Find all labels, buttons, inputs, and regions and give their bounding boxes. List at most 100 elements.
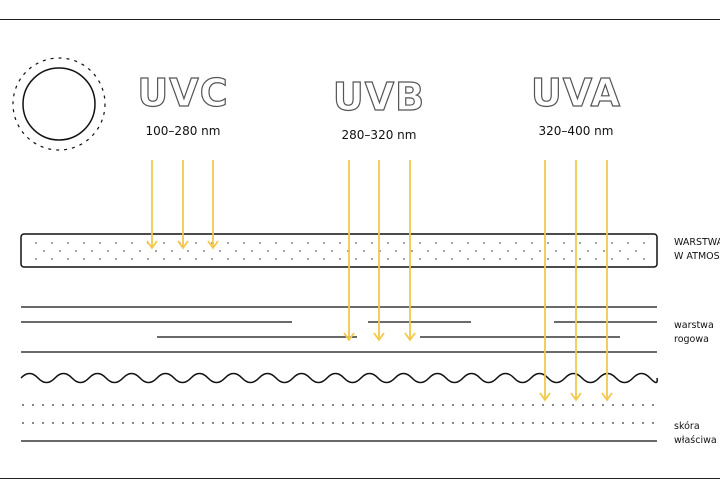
ozone-dot bbox=[283, 250, 285, 252]
ozone-dot bbox=[475, 250, 477, 252]
ozone-dot bbox=[51, 242, 53, 244]
ozone-dot bbox=[195, 242, 197, 244]
ozone-dot bbox=[555, 250, 557, 252]
ozone-dot bbox=[67, 242, 69, 244]
dermis-dot bbox=[292, 404, 294, 406]
dermis-dot bbox=[442, 422, 444, 424]
uvb-title: UVB bbox=[333, 75, 425, 119]
dermis-dot bbox=[72, 404, 74, 406]
dermis-dot bbox=[62, 422, 64, 424]
ozone-dot bbox=[571, 250, 573, 252]
dermis-dot bbox=[292, 422, 294, 424]
ozone-dot bbox=[579, 258, 581, 260]
dermis-dot bbox=[452, 404, 454, 406]
dermis-dot bbox=[102, 404, 104, 406]
ozone-dot bbox=[99, 242, 101, 244]
ozone-dot bbox=[539, 250, 541, 252]
ozone-dot bbox=[507, 250, 509, 252]
dermis-dot bbox=[632, 404, 634, 406]
dermis-dot bbox=[422, 404, 424, 406]
ozone-dot bbox=[371, 242, 373, 244]
dermis-dot bbox=[182, 422, 184, 424]
ozone-dot bbox=[483, 242, 485, 244]
dermis-dot bbox=[542, 422, 544, 424]
dermis-dot bbox=[562, 404, 564, 406]
ozone-dot bbox=[451, 258, 453, 260]
dermis-dot bbox=[342, 422, 344, 424]
ozone-dot bbox=[403, 258, 405, 260]
ozone-dot bbox=[243, 242, 245, 244]
dermis-dot bbox=[32, 422, 34, 424]
ozone-dot bbox=[43, 250, 45, 252]
ozone-dot bbox=[155, 250, 157, 252]
dermis-dot bbox=[592, 422, 594, 424]
uvc-arrow bbox=[146, 160, 158, 250]
ozone-dot bbox=[83, 242, 85, 244]
dermis-dot bbox=[22, 404, 24, 406]
uvb-arrow bbox=[373, 160, 385, 342]
ozone-dot bbox=[107, 250, 109, 252]
ozone-dot bbox=[171, 250, 173, 252]
ozone-dot bbox=[131, 242, 133, 244]
ozone-dot bbox=[563, 258, 565, 260]
dermis-dot bbox=[232, 404, 234, 406]
dermis-dot bbox=[312, 404, 314, 406]
ozone-dot bbox=[387, 258, 389, 260]
ozone-dot bbox=[227, 258, 229, 260]
ozone-dot bbox=[275, 258, 277, 260]
dermis-dot bbox=[282, 404, 284, 406]
ozone-dot bbox=[627, 258, 629, 260]
dermis-dot bbox=[642, 404, 644, 406]
dermis-dot bbox=[372, 404, 374, 406]
ozone-dot bbox=[203, 250, 205, 252]
dermis-dot bbox=[262, 404, 264, 406]
dermis-dot bbox=[352, 404, 354, 406]
dermis-dot bbox=[462, 422, 464, 424]
dermis-dot bbox=[72, 422, 74, 424]
dermis-dot bbox=[172, 404, 174, 406]
uvc-range: 100–280 nm bbox=[146, 124, 221, 138]
ozone-dot bbox=[499, 258, 501, 260]
ozone-dot bbox=[515, 242, 517, 244]
dermis-dot bbox=[102, 422, 104, 424]
dermis-dot bbox=[512, 404, 514, 406]
dermis-label-line2: właściwa bbox=[674, 435, 717, 446]
dermis-dot bbox=[122, 422, 124, 424]
ozone-dot bbox=[211, 258, 213, 260]
dermis-dot bbox=[112, 422, 114, 424]
dermis-dot bbox=[242, 404, 244, 406]
dermis-dot bbox=[462, 404, 464, 406]
ozone-dot bbox=[443, 250, 445, 252]
dermis-dot bbox=[302, 422, 304, 424]
dermis-label-line1: skóra bbox=[674, 421, 700, 432]
uva-title: UVA bbox=[531, 71, 621, 115]
ozone-dot bbox=[467, 242, 469, 244]
dermis-dot bbox=[212, 422, 214, 424]
dermis-dot bbox=[222, 404, 224, 406]
dermis-dot bbox=[202, 422, 204, 424]
ozone-dot bbox=[459, 250, 461, 252]
dermis-dot bbox=[42, 422, 44, 424]
dermis-dot bbox=[622, 422, 624, 424]
ozone-layer bbox=[20, 233, 658, 268]
stratum-label-line2: rogowa bbox=[674, 334, 709, 345]
dermis-dot bbox=[42, 404, 44, 406]
dermis-dot bbox=[422, 422, 424, 424]
ozone-dot bbox=[483, 258, 485, 260]
dermis-dot bbox=[122, 404, 124, 406]
dermis-dot bbox=[392, 404, 394, 406]
ozone-dot bbox=[619, 250, 621, 252]
uvb-range: 280–320 nm bbox=[342, 128, 417, 142]
dermis-dot bbox=[522, 422, 524, 424]
stratum-label-line1: warstwa bbox=[674, 320, 714, 331]
ozone-dot bbox=[67, 258, 69, 260]
dermis-dot bbox=[442, 404, 444, 406]
dermis-dot bbox=[572, 422, 574, 424]
ozone-dot bbox=[227, 242, 229, 244]
ozone-label-line2: W ATMOSFERZE bbox=[674, 251, 720, 262]
dermis-dot bbox=[272, 422, 274, 424]
dermis-dot bbox=[642, 422, 644, 424]
ozone-dot bbox=[91, 250, 93, 252]
dermis-dot bbox=[592, 404, 594, 406]
dermis-dot bbox=[172, 422, 174, 424]
